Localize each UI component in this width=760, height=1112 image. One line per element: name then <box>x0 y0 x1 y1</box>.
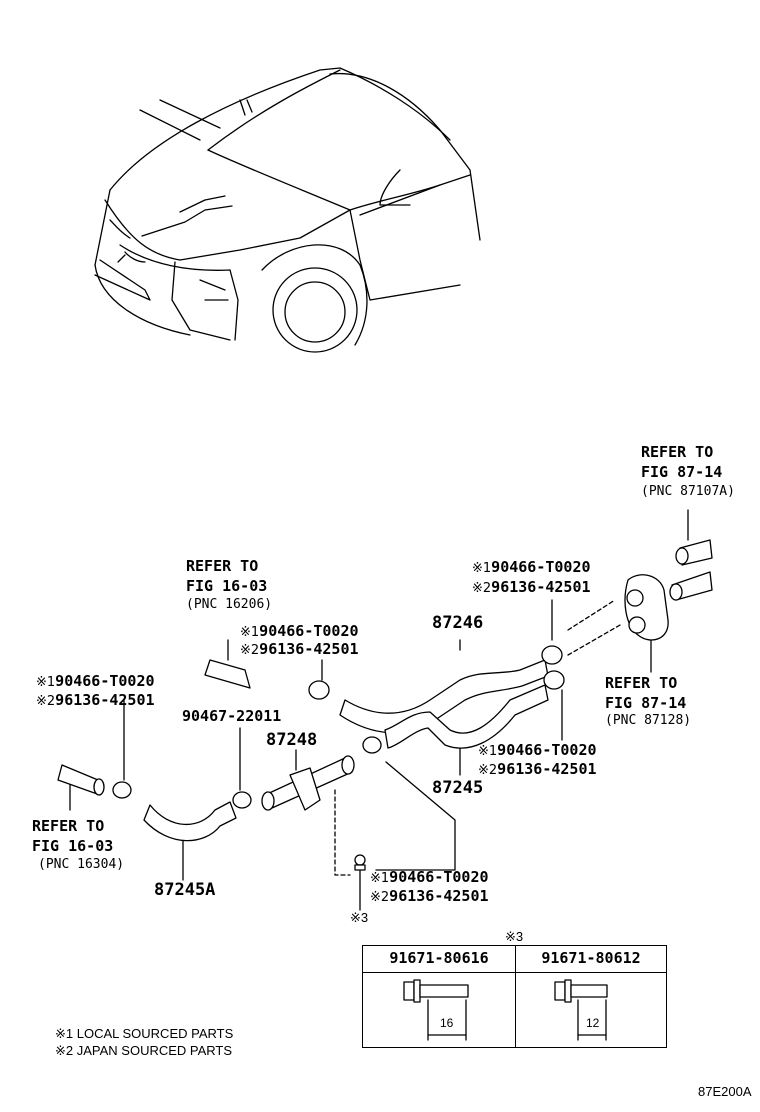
pnc-right: (PNC 87128) <box>605 713 692 728</box>
clamp-mid-line2: ※296136-42501 <box>240 640 359 658</box>
pnc-mid-left: (PNC 16206) <box>186 597 273 612</box>
grommet <box>624 574 669 641</box>
clamp-bottom-line2: ※296136-42501 <box>370 887 489 905</box>
clamp-mid-line1: ※190466-T0020 <box>240 622 359 640</box>
pnc-top-right: (PNC 87107A) <box>641 484 735 499</box>
table-col-1: 91671-80616 <box>389 949 489 967</box>
pipe-ends <box>57 539 713 796</box>
refer-top-right-line2: FIG 87-14 <box>641 463 723 481</box>
clamp-upper-right-line1: ※190466-T0020 <box>472 558 591 576</box>
refer-bottom-left-line2: FIG 16-03 <box>32 837 114 855</box>
bolt-drawing-1 <box>403 979 469 1041</box>
refer-top-right-line1: REFER TO <box>641 443 714 461</box>
refer-right-line2: FIG 87-14 <box>605 694 687 712</box>
clamp-bottom-line1: ※190466-T0020 <box>370 868 489 886</box>
bolt-ref-mark: ※3 <box>350 910 369 925</box>
refer-mid-left-line1: REFER TO <box>186 557 259 575</box>
table-divider <box>515 946 516 1047</box>
hose-87245 <box>384 684 549 749</box>
car-illustration <box>94 67 481 353</box>
pnc-bottom-left: (PNC 16304) <box>38 857 125 872</box>
legend-1: ※1 LOCAL SOURCED PARTS <box>55 1026 234 1041</box>
dim-2: 12 <box>586 1016 600 1030</box>
refer-mid-left-line2: FIG 16-03 <box>186 577 268 595</box>
pipe-87248 <box>261 755 355 811</box>
clamp-right-lower-line2: ※296136-42501 <box>478 760 597 778</box>
clamp-left-line2: ※296136-42501 <box>36 691 155 709</box>
part-90467-22011: 90467-22011 <box>182 707 282 725</box>
hose-87246 <box>339 659 549 734</box>
part-87248: 87248 <box>266 730 318 750</box>
figure-code: 87E200A <box>698 1084 752 1099</box>
dim-1: 16 <box>440 1016 454 1030</box>
part-87245a: 87245A <box>154 880 216 900</box>
part-87245: 87245 <box>432 778 484 798</box>
refer-right-line1: REFER TO <box>605 674 678 692</box>
table-header <box>363 946 666 973</box>
bolt-drawing-2 <box>554 979 608 1041</box>
bolt-3 <box>354 854 366 871</box>
bolt-table: 91671-80616 91671-80612 <box>362 945 667 1048</box>
clamp-right-lower-line1: ※190466-T0020 <box>478 741 597 759</box>
hose-87245A <box>143 801 237 842</box>
refer-bottom-left-line1: REFER TO <box>32 817 105 835</box>
clamp-left-line1: ※190466-T0020 <box>36 672 155 690</box>
legend-2: ※2 JAPAN SOURCED PARTS <box>55 1043 233 1058</box>
clamp-upper-right-line2: ※296136-42501 <box>472 578 591 596</box>
leader-lines <box>69 509 689 911</box>
clamps <box>112 645 565 809</box>
table-col-2: 91671-80612 <box>541 949 641 967</box>
table-title: ※3 <box>505 929 524 944</box>
part-87246: 87246 <box>432 613 484 633</box>
